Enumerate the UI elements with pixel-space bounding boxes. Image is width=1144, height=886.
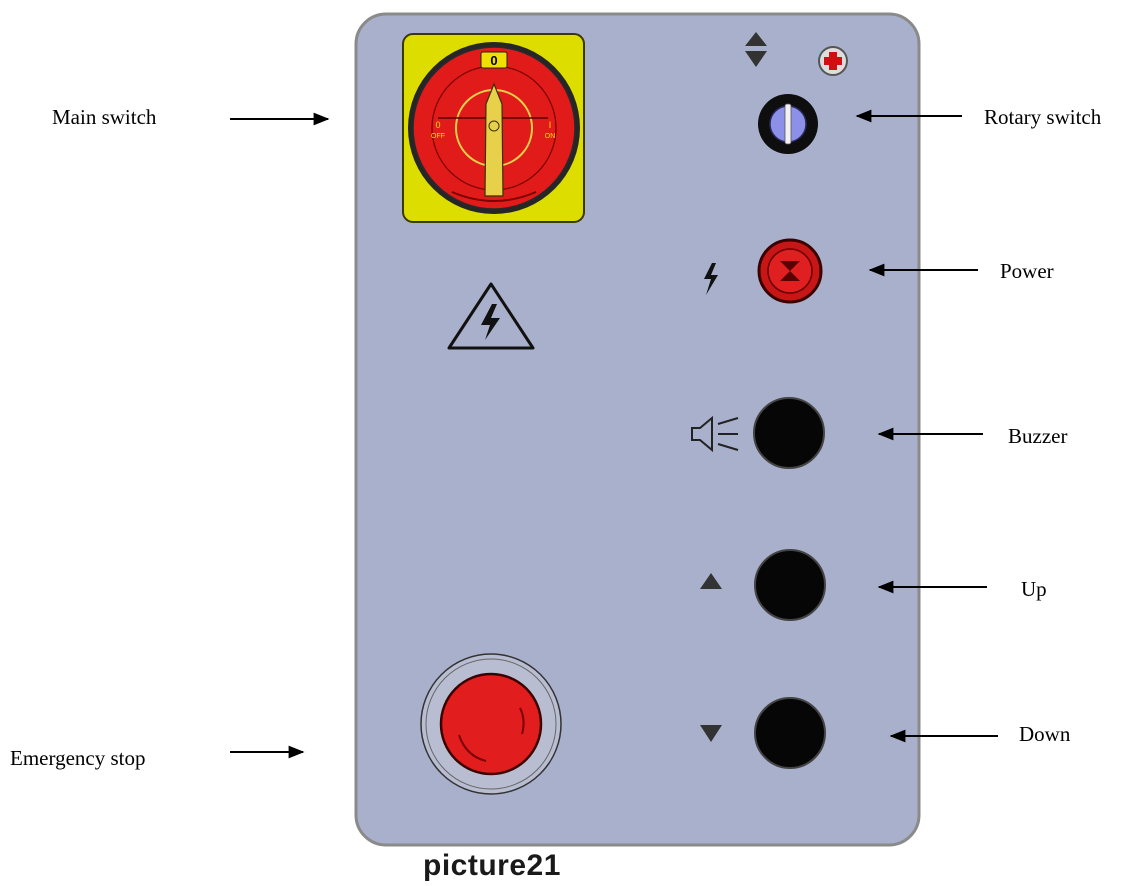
main-switch-handle: [484, 82, 504, 197]
label-buzzer: Buzzer: [1008, 424, 1068, 448]
up-button[interactable]: [754, 549, 826, 621]
main-switch-left-sub: OFF: [431, 133, 445, 140]
figure-caption: picture21: [423, 849, 561, 882]
emergency-stop-button[interactable]: [420, 653, 562, 795]
down-button[interactable]: [754, 697, 826, 769]
main-switch-right-mark: I: [549, 120, 552, 130]
up-down-arrows-icon: [745, 32, 767, 67]
triangle-up-icon: [700, 573, 722, 589]
main-switch-left-mark: 0: [435, 120, 440, 130]
main-switch-right-sub: ON: [545, 133, 556, 140]
buzzer-button[interactable]: [753, 397, 825, 469]
cross-icon: [818, 46, 848, 76]
lightning-icon: [704, 263, 718, 295]
label-up: Up: [1021, 577, 1047, 601]
power-button[interactable]: [757, 238, 823, 304]
label-power: Power: [1000, 259, 1054, 283]
label-main-switch: Main switch: [52, 105, 157, 129]
label-rotary-switch: Rotary switch: [984, 105, 1102, 129]
label-down: Down: [1019, 722, 1071, 746]
triangle-down-icon: [700, 725, 722, 742]
label-emergency-stop: Emergency stop: [10, 746, 146, 770]
rotary-switch[interactable]: [758, 94, 818, 154]
horn-icon: [691, 415, 739, 453]
main-switch-top-mark: 0: [490, 53, 497, 68]
warning-lightning-icon: [447, 282, 535, 350]
main-switch[interactable]: 0 0 OFF I ON: [402, 33, 585, 223]
